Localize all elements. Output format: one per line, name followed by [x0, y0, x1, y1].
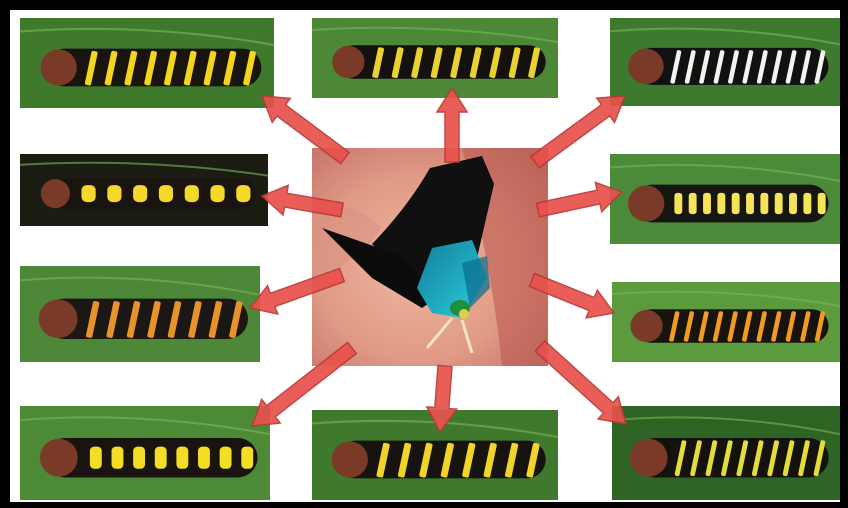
red-arrow	[243, 336, 361, 438]
red-arrow	[526, 84, 634, 174]
red-arrow	[535, 177, 625, 224]
red-arrow	[425, 365, 460, 433]
red-arrow	[526, 266, 619, 327]
red-arrow	[245, 261, 347, 322]
red-arrow	[253, 84, 354, 170]
red-arrow	[530, 335, 636, 435]
red-arrow	[259, 181, 344, 225]
red-arrow	[437, 88, 467, 162]
